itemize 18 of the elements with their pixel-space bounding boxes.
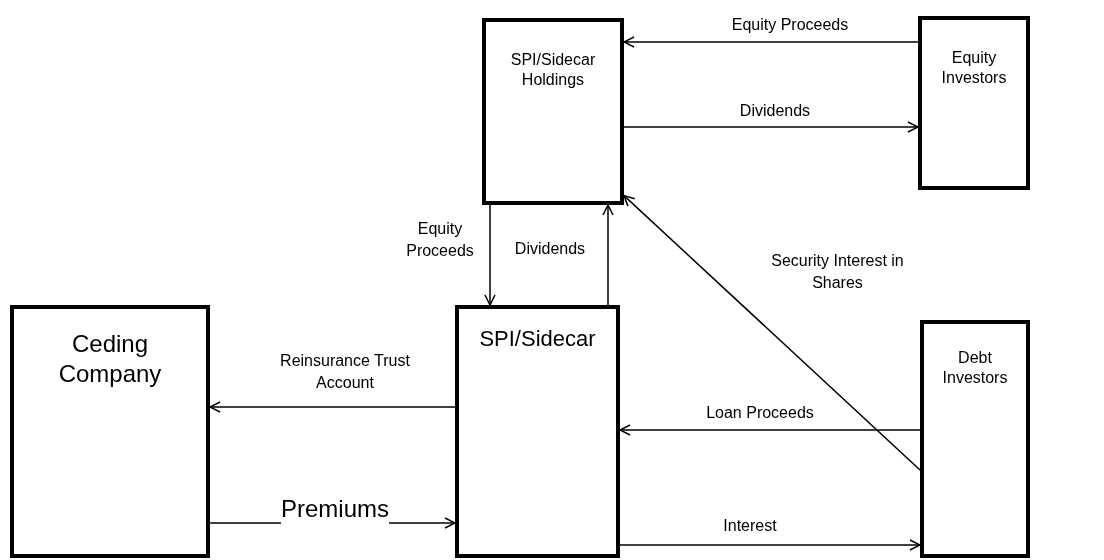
entity-label: Ceding Company [57,329,163,389]
entity-box [918,16,1030,190]
entity-label: Equity Investors [940,48,1008,88]
entity-box [455,305,620,558]
arrow [209,401,456,413]
entity-box [10,305,210,558]
entity-box [482,18,624,205]
arrow [623,194,921,471]
entity-box [920,320,1030,558]
entity-label: Debt Investors [941,348,1009,388]
arrow [484,204,496,306]
entity-label: SPI/Sidecar [479,325,596,353]
arrow [623,36,919,48]
arrow [619,424,921,436]
arrow [619,539,921,551]
arrow [602,204,614,306]
arrow [623,121,919,133]
entity-label: SPI/Sidecar Holdings [509,50,597,90]
